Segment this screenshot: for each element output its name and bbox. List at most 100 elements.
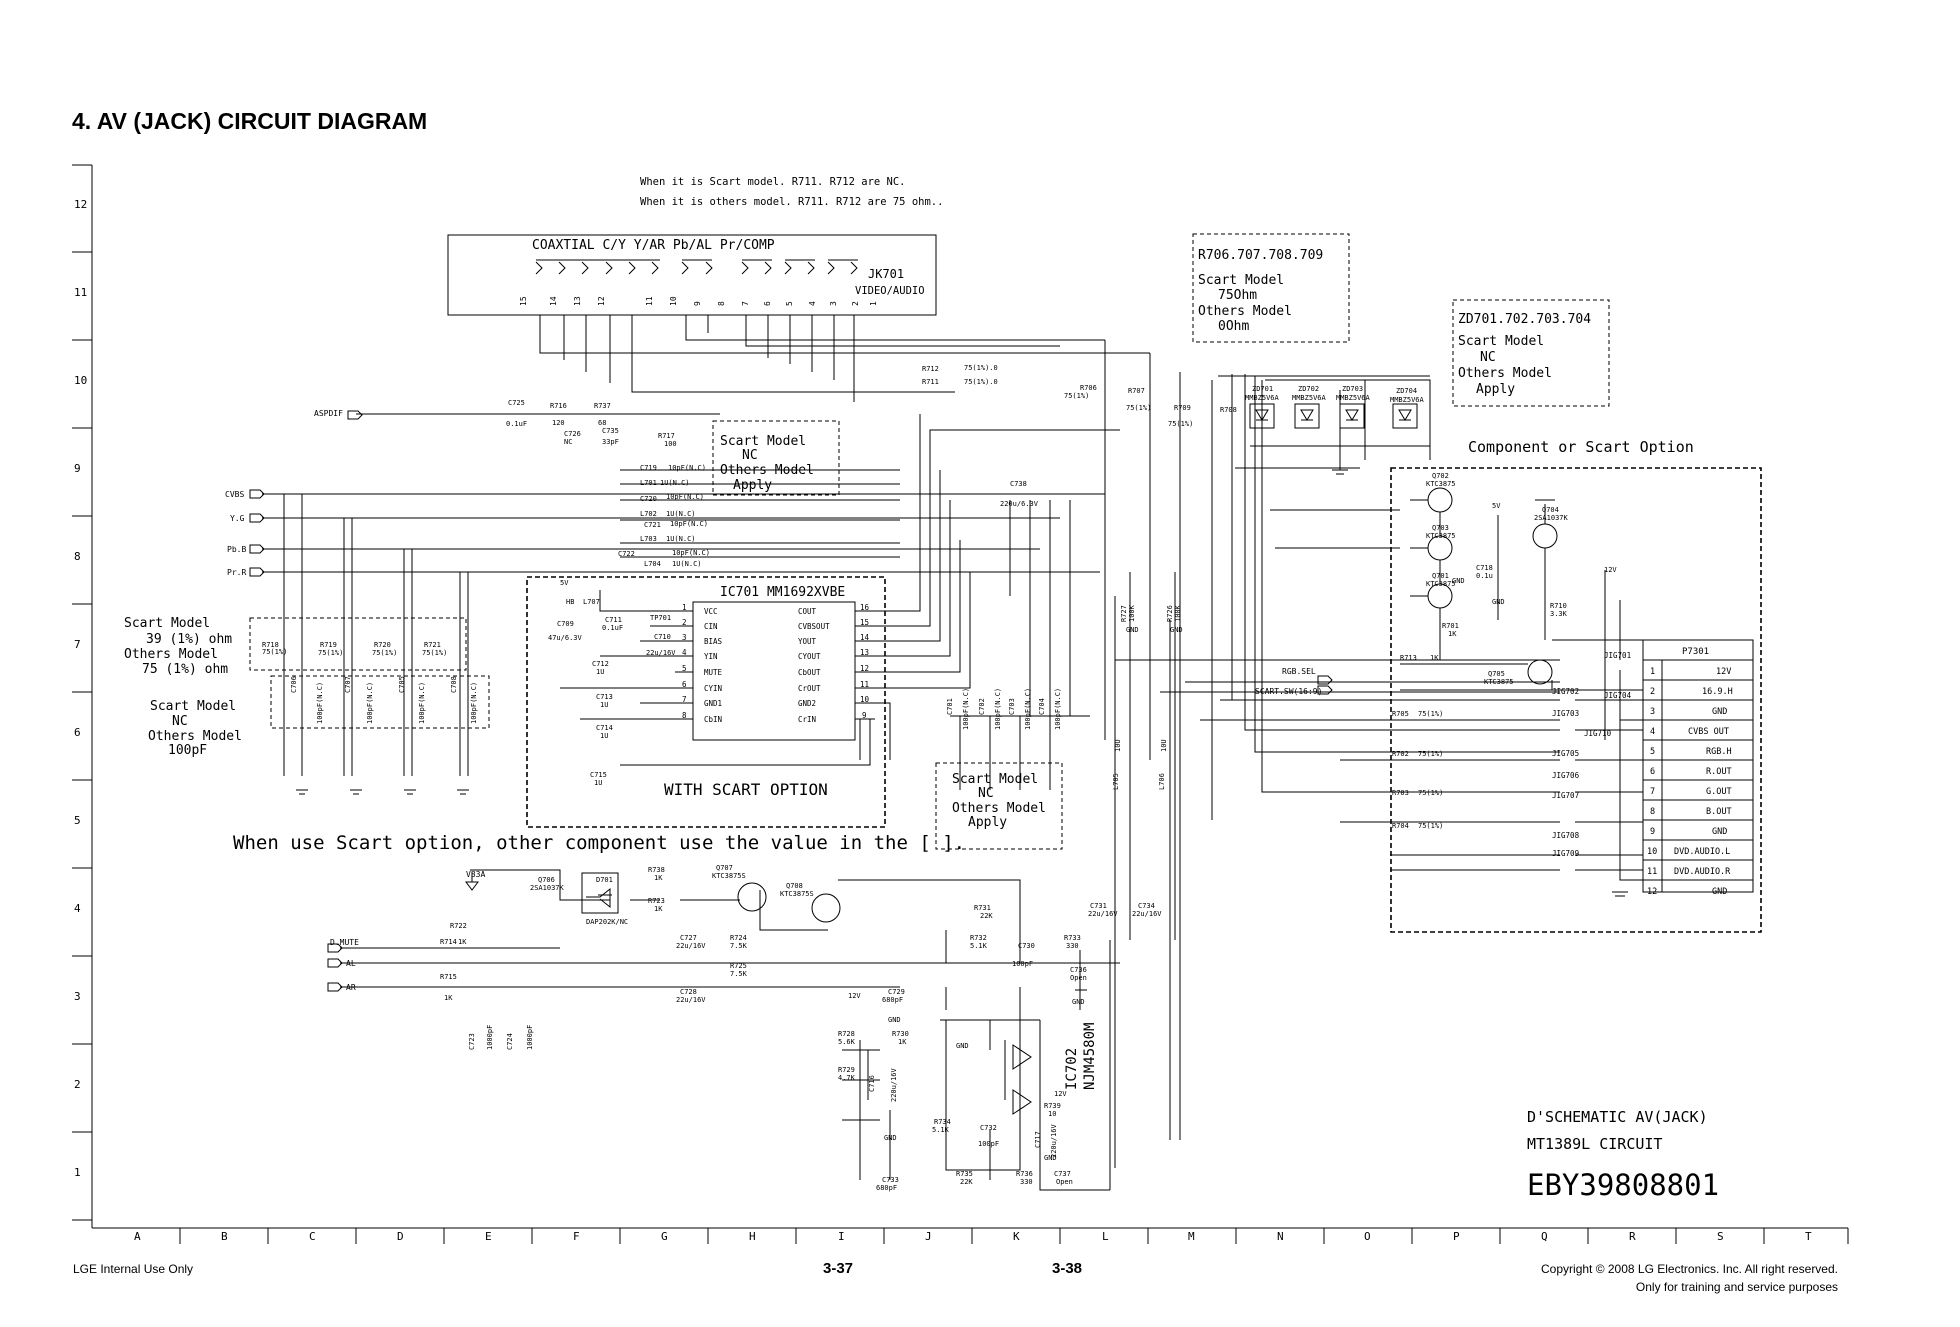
grid-row-8: 8 [74, 550, 81, 563]
r724-ref: R724 [730, 934, 747, 942]
jack-pin-15: 15 [519, 296, 528, 306]
c736-value: Open [1070, 974, 1087, 982]
grid-row-5: 5 [74, 814, 81, 827]
jig709: JIG709 [1552, 849, 1579, 858]
jack-pin-6: 6 [763, 301, 772, 306]
grid-col-b: B [221, 1230, 228, 1243]
l702-value: 1U(N.C) [666, 510, 696, 518]
p7301-name-2: 16.9.H [1702, 687, 1733, 697]
l707-ref: L707 [583, 598, 600, 606]
r706-note-l4: 0Ohm [1218, 319, 1249, 334]
r713-value: 1K [1430, 654, 1439, 662]
grid-col-q: Q [1541, 1230, 1548, 1243]
grid-col-k: K [1013, 1230, 1020, 1243]
c726-ref: C726 [564, 430, 581, 438]
c706-value: 100pF(N.C) [316, 682, 324, 724]
tp701-ref: TP701 [650, 614, 671, 622]
c723-value: 1000pF [486, 1025, 494, 1050]
low-box-l3: Others Model [952, 801, 1046, 816]
ic701-pin-num-15: 15 [860, 618, 869, 627]
schematic-title: D'SCHEMATIC AV(JACK) [1527, 1108, 1708, 1126]
grid-row-12: 12 [74, 198, 87, 211]
zd704-ref: ZD704 [1396, 387, 1417, 395]
ic701-pin-num-16: 16 [860, 603, 870, 612]
c731-ref: C731 [1090, 902, 1107, 910]
ic701-pin-num-1: 1 [682, 603, 687, 612]
c737-ref: C737 [1054, 1170, 1071, 1178]
grid-col-o: O [1364, 1230, 1371, 1243]
gnd-label-1: GND [1126, 626, 1139, 634]
r734-ref: R734 [934, 1118, 951, 1126]
r735-value: 22K [960, 1178, 973, 1186]
port-al: AL [346, 959, 356, 968]
jack-pin-10: 10 [669, 296, 678, 306]
p7301-num-7: 7 [1650, 787, 1655, 797]
zd701-value: MMBZ5V6A [1245, 394, 1280, 402]
r706-note-title: R706.707.708.709 [1198, 248, 1323, 263]
ic701-pin-num-13: 13 [860, 648, 869, 657]
ic701-pin-num-8: 8 [682, 711, 687, 720]
c734-value: 22u/16V [1132, 910, 1162, 918]
left-cap-l4: 100pF [168, 743, 207, 758]
r732-value: 5.1K [970, 942, 988, 950]
zd703-value: MMBZ5V6A [1336, 394, 1371, 402]
r724-value: 7.5K [730, 942, 748, 950]
c710-ref: C710 [654, 633, 671, 641]
jack-pin-13: 13 [573, 296, 582, 306]
ic701-title: IC701 MM1692XVBE [720, 585, 845, 600]
port-d-mute: D.MUTE [330, 938, 359, 947]
ic701-pin-name-7: GND1 [704, 699, 722, 708]
ic701-pin-num-10: 10 [860, 695, 870, 704]
c711-value: 0.1uF [602, 624, 623, 632]
grid-row-3: 3 [74, 990, 81, 1003]
q704-ref: Q704 [1542, 506, 1559, 514]
p7301-name-10: DVD.AUDIO.L [1674, 847, 1730, 857]
r710-ref: R710 [1550, 602, 1567, 610]
q705-value: KTC3875 [1484, 678, 1514, 686]
r706-value: 75(1%) [1064, 392, 1089, 400]
c712-value: 1U [596, 668, 604, 676]
q703-value: KTC3875 [1426, 532, 1456, 540]
r723-ref: R723 [648, 897, 665, 905]
c727-ref: C727 [680, 934, 697, 942]
c729-ref: C729 [888, 988, 905, 996]
ic701-pin-name-6: CYIN [704, 684, 722, 693]
c708-value: 100pF(N.C) [470, 682, 478, 724]
grid-row-10: 10 [74, 374, 87, 387]
r709-value: 75(1%) [1168, 420, 1193, 428]
l701-ref: L701 [640, 479, 657, 487]
r726-ref: R726 [1166, 605, 1174, 622]
gnd-label-7: GND [884, 1134, 897, 1142]
r716-ref: R716 [550, 402, 567, 410]
c711-ref: C711 [605, 616, 622, 624]
ic701-pin-name-9: CrIN [798, 715, 816, 724]
c733-ref: C733 [882, 1176, 899, 1184]
ic701-pin-name-5: MUTE [704, 668, 723, 677]
mid-box-l1: Scart Model [720, 434, 806, 449]
c730-ref: C730 [1018, 942, 1035, 950]
mid-box-l2: NC [742, 448, 758, 463]
p7301-num-5: 5 [1650, 747, 1655, 757]
r727-ref: R727 [1120, 605, 1128, 622]
zd702-value: MMBZ5V6A [1292, 394, 1327, 402]
low-box-l1: Scart Model [952, 772, 1038, 787]
grid-row-9: 9 [74, 462, 81, 475]
c732-ref: C732 [980, 1124, 997, 1132]
mid-box-l4: Apply [733, 478, 772, 493]
jack-pin-4: 4 [808, 301, 817, 306]
ic701-pin-name-15: CVBSOUT [798, 622, 830, 631]
c725-ref: C725 [508, 399, 525, 407]
c735-value: 33pF [602, 438, 619, 446]
r730-value: 1K [898, 1038, 907, 1046]
v5-label-2: 5V [1492, 502, 1501, 510]
c707-value: 100pF(N.C) [366, 682, 374, 724]
q705-ref: Q705 [1488, 670, 1505, 678]
p7301-name-4: CVBS OUT [1688, 727, 1729, 737]
part-number: EBY39808801 [1527, 1168, 1719, 1202]
r739-value: 10 [1048, 1110, 1056, 1118]
c720-ref: C720 [640, 495, 657, 503]
jig702: JIG702 [1552, 687, 1579, 696]
r706-note-l3: Others Model [1198, 304, 1292, 319]
c723-ref: C723 [468, 1033, 476, 1050]
port-scart-sw: SCART.SW(16:9) [1255, 687, 1322, 696]
